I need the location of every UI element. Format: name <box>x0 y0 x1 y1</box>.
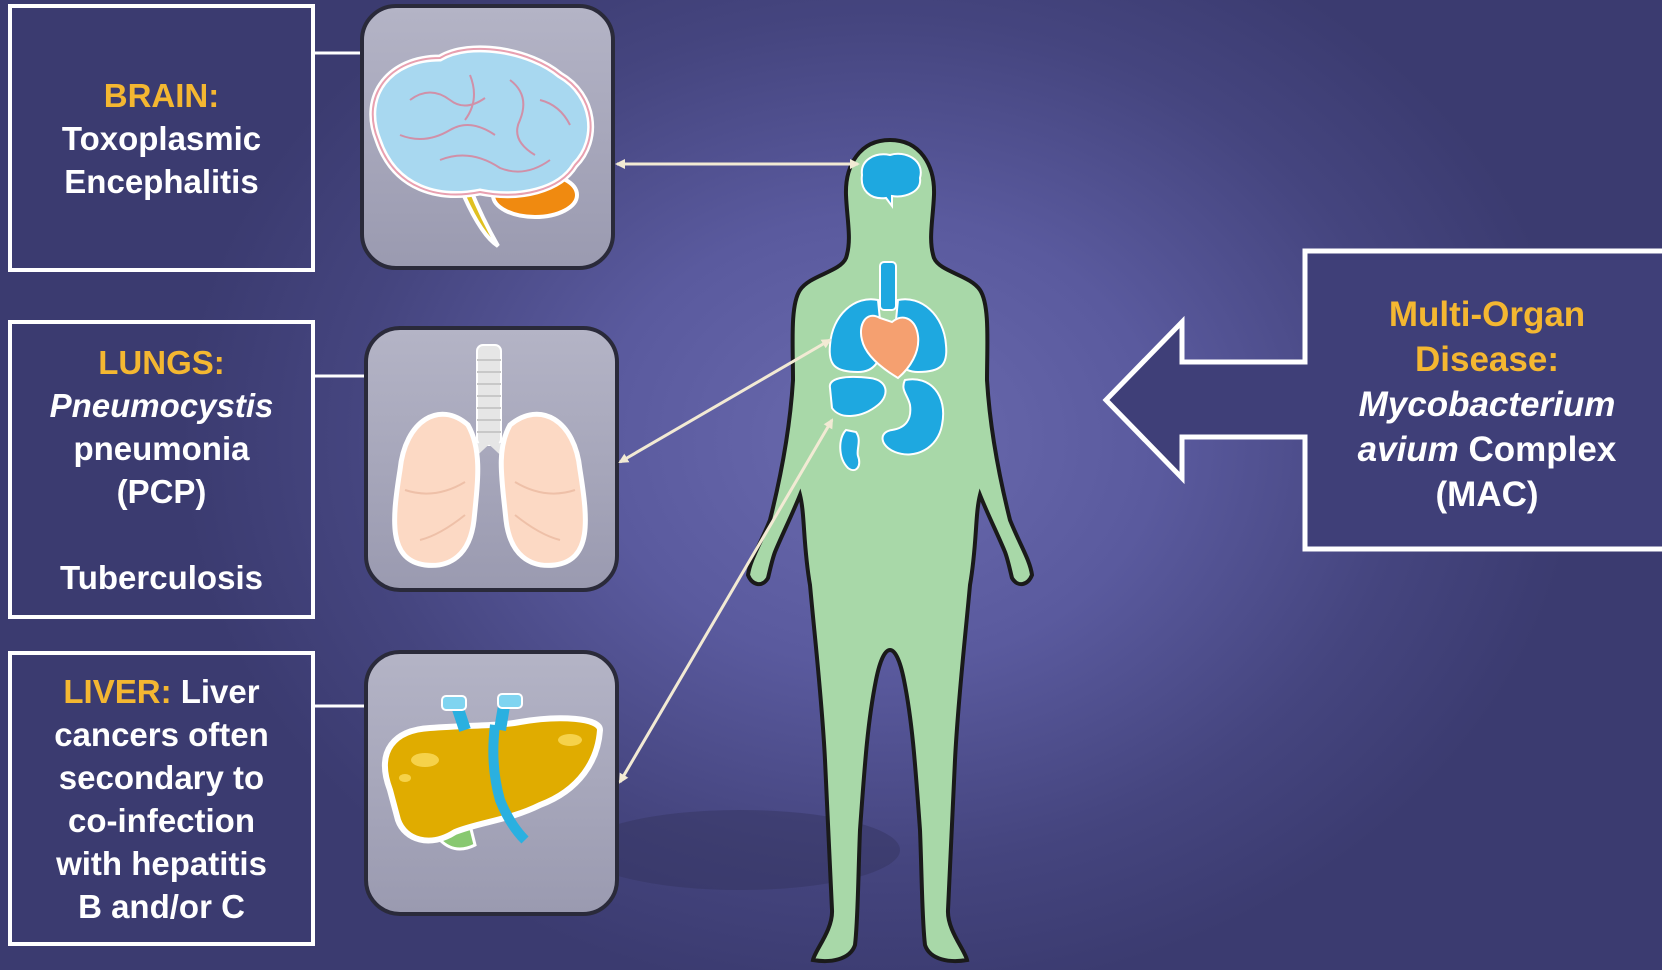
lungs-label: LUNGS: <box>98 341 225 384</box>
mac-line3: Mycobacterium <box>1322 382 1652 427</box>
liver-line4: co-infection <box>68 799 255 842</box>
liver-arrow <box>620 420 832 782</box>
mac-line1: Multi-Organ <box>1322 292 1652 337</box>
brain-panel <box>362 6 613 268</box>
mac-info-text: Multi-Organ Disease: Mycobacterium avium… <box>1322 292 1652 517</box>
mac-line4-italic: avium <box>1358 430 1459 469</box>
liver-info-box: LIVER: Liver cancers often secondary to … <box>8 651 315 946</box>
mac-line2: Disease: <box>1322 337 1652 382</box>
liver-line6: B and/or C <box>78 885 245 928</box>
lungs-condition-line2: pneumonia <box>73 427 249 470</box>
liver-line1: LIVER: Liver <box>63 670 259 713</box>
brain-condition-line1: Toxoplasmic <box>62 117 261 160</box>
mac-line5: (MAC) <box>1322 472 1652 517</box>
lungs-panel <box>366 328 617 590</box>
mac-line4-rest: Complex <box>1459 430 1617 469</box>
mac-line4: avium Complex <box>1322 427 1652 472</box>
lungs-condition-line1: Pneumocystis <box>50 384 274 427</box>
liver-line3: secondary to <box>59 756 264 799</box>
liver-label: LIVER: <box>63 673 171 710</box>
brain-info-box: BRAIN: Toxoplasmic Encephalitis <box>8 4 315 272</box>
brain-condition-line2: Encephalitis <box>64 160 258 203</box>
liver-line5: with hepatitis <box>56 842 267 885</box>
lungs-condition-line3: (PCP) <box>117 470 207 513</box>
liver-panel <box>366 652 617 914</box>
liver-label-rest: Liver <box>172 673 260 710</box>
figure-trachea <box>880 262 896 310</box>
liver-line2: cancers often <box>54 713 269 756</box>
brain-label: BRAIN: <box>104 74 219 117</box>
lungs-info-box: LUNGS: Pneumocystis pneumonia (PCP) Tube… <box>8 320 315 619</box>
lungs-condition-line4: Tuberculosis <box>60 556 263 599</box>
